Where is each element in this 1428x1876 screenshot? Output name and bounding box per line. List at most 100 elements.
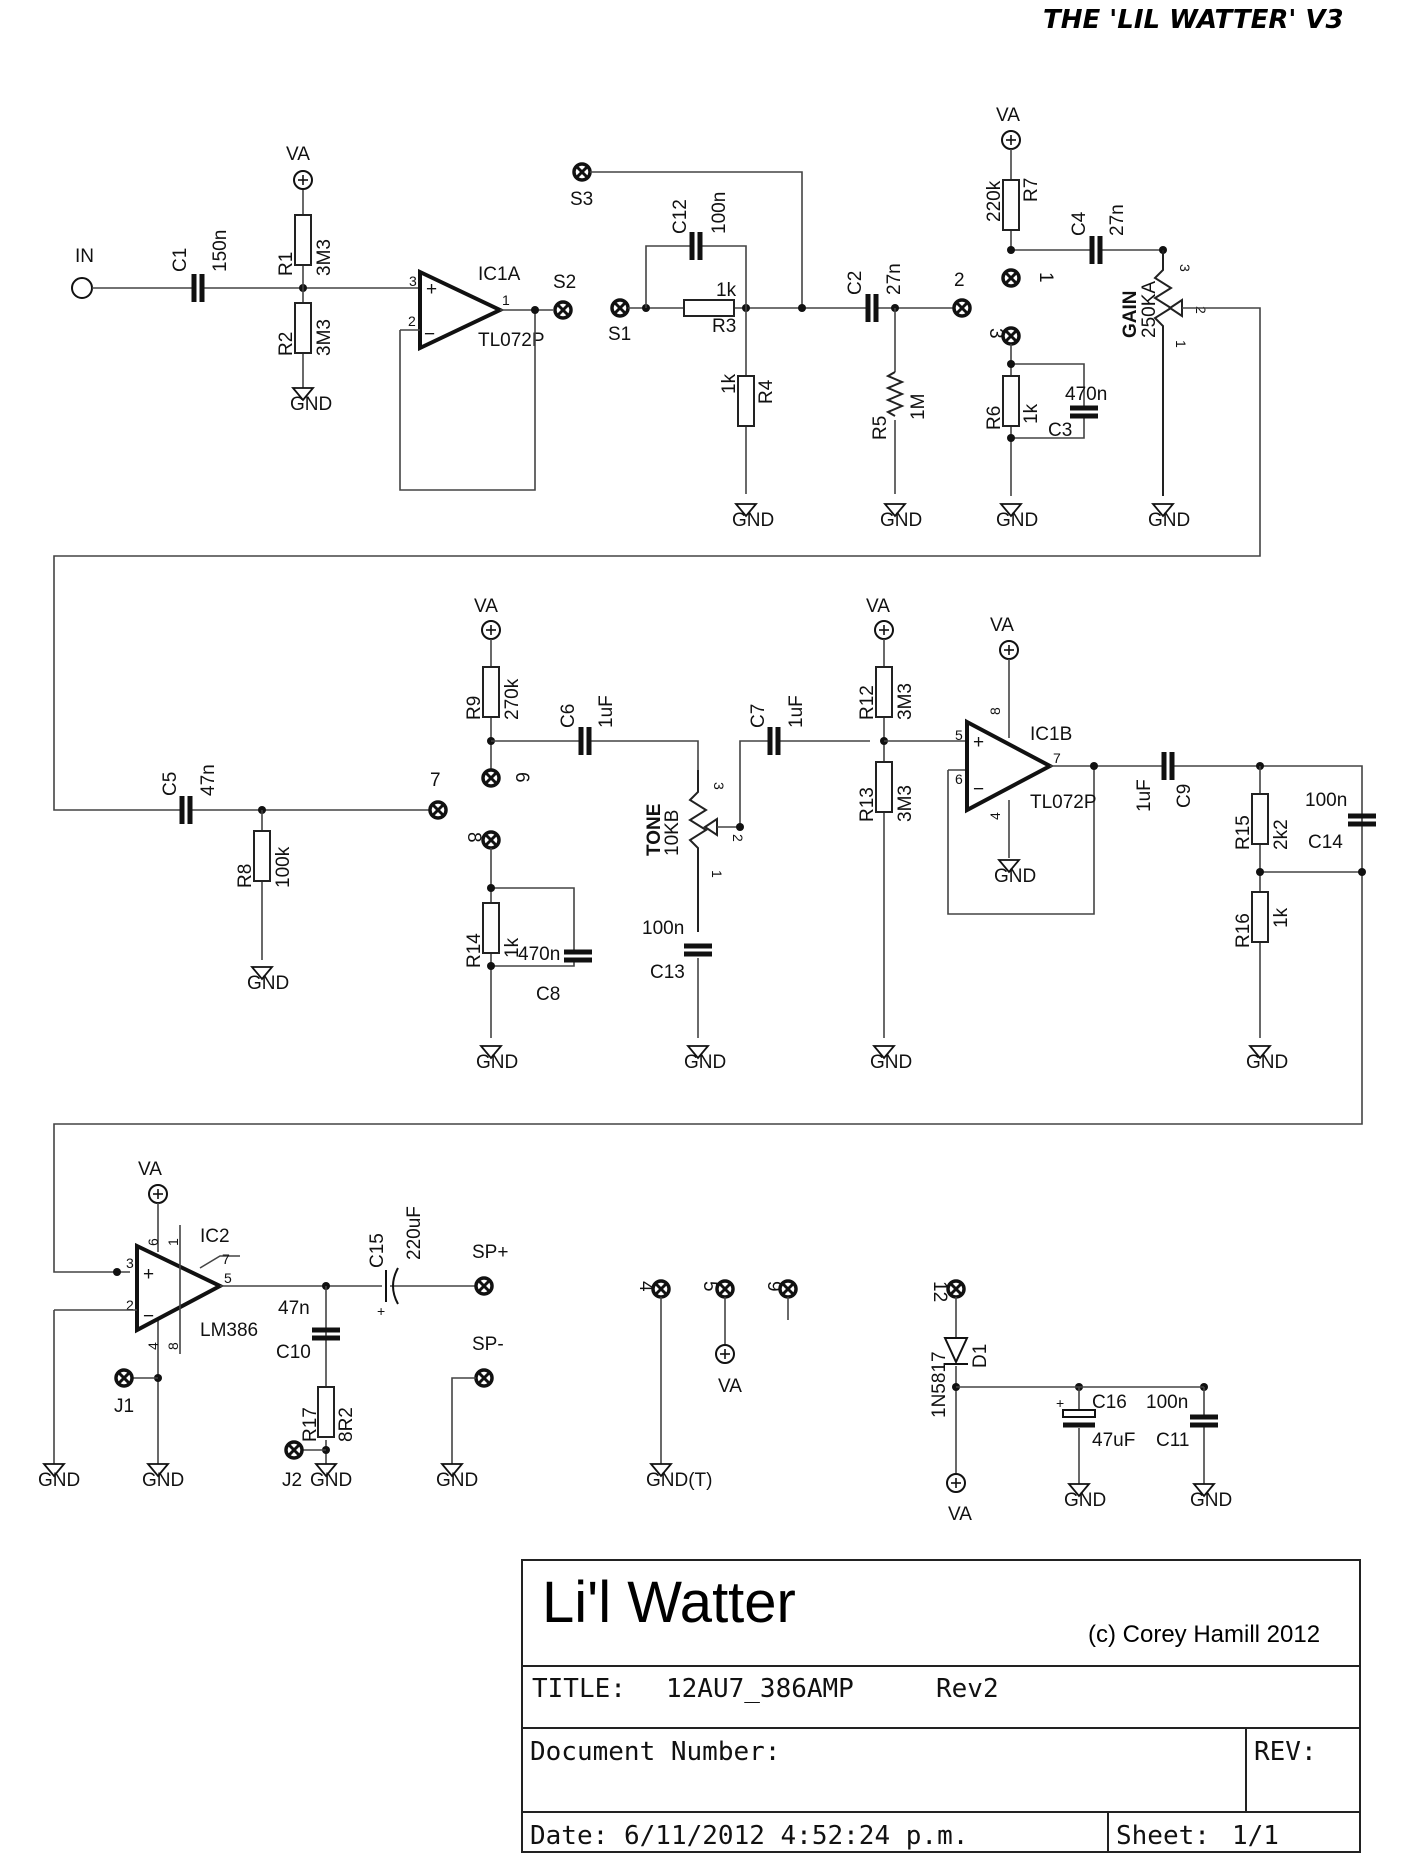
schematic-label: LM386 [200,1320,258,1341]
schematic-label: 150n [210,230,231,272]
schematic-label: 3 [711,782,727,790]
schematic-label: GND [1148,510,1190,531]
capacitor-plates [1092,236,1100,264]
supply-va-icon [874,620,894,640]
schematic-label: 1 [1035,272,1056,283]
schematic-label: 2 [954,270,965,291]
schematic-label: 3 [409,273,417,289]
schematic-label: C14 [1308,832,1343,853]
schematic-label: + [143,1264,154,1285]
schematic-label: 4 [145,1342,161,1350]
resistor-r9: R9 270k [464,666,523,720]
supply-va-icon [715,1344,735,1364]
pad-label-sp-minus: SP- [472,1334,504,1355]
pad-8[interactable] [481,830,501,850]
potentiometer-gain[interactable]: GAIN 250KA 3 2 1 [1120,250,1209,496]
schematic-label: TONE [644,804,665,856]
schematic-label: IC1B [1030,724,1072,745]
schematic-label: 2 [1193,306,1209,314]
schematic-label: 1uF [786,695,807,728]
resistor-body [1002,375,1020,427]
supply-va-icon [1001,130,1021,150]
pad-j2[interactable] [284,1440,304,1460]
capacitor-plates [1190,1417,1218,1425]
schematic-label: VA [948,1504,972,1525]
pad-label-j1: J1 [114,1396,134,1417]
schematic-label: GND [684,1052,726,1073]
potentiometer-tone[interactable]: TONE 10KB 3 2 1 [644,770,746,932]
pad-s2[interactable] [553,300,573,320]
schematic-label: 1k [719,373,740,394]
pad-7[interactable] [428,800,448,820]
schematic-label: GND [880,510,922,531]
schematic-label: + [426,279,437,300]
pad-label-s1: S1 [608,324,631,345]
schematic-label: C3 [1048,420,1072,441]
schematic-label: 3 [126,1255,134,1271]
capacitor-plates [684,946,712,954]
schematic-label: 100n [642,918,684,939]
schematic-label: 8R2 [336,1407,357,1442]
schematic-label: − [143,1306,154,1327]
schematic-label: GND [994,866,1036,887]
schematic-label: 27n [884,263,905,295]
pad-s3[interactable] [572,162,592,182]
schematic-label: 2 [730,834,746,842]
schematic-label: REV: [1254,1737,1317,1767]
capacitor-plates [182,796,190,824]
capacitor-c9: 1uF C9 [1134,752,1195,812]
pad-sp-plus[interactable] [474,1276,494,1296]
wire [53,765,1363,1273]
schematic-label: + [973,732,984,753]
schematic-label: R7 [1021,178,1042,202]
supply-va-icon [481,620,501,640]
schematic-label: C10 [276,1342,311,1363]
supply-va-icon [148,1184,168,1204]
capacitor-c1: C1 150n [170,230,231,302]
pad-label-j2: J2 [282,1470,302,1491]
junction-dot [487,962,495,970]
schematic-label: 100k [273,846,294,888]
schematic-label: 6 [145,1238,161,1246]
schematic-label: 6 [955,771,963,787]
resistor-body [1251,891,1269,943]
schematic-label: GND [436,1470,478,1491]
schematic-label: C6 [558,704,579,728]
capacitor-plates [194,274,202,302]
schematic-label: C5 [160,772,181,796]
resistor-body [875,666,893,718]
schematic-label: Sheet: [1116,1821,1210,1851]
pad-2[interactable] [952,298,972,318]
pad-label-sp-plus: SP+ [472,1242,508,1263]
capacitor-c15: + C15 220uF [367,1206,425,1319]
schematic-label: 100n [709,192,730,234]
resistor-r12: R12 3M3 [857,666,916,720]
supply-va-icon [999,640,1019,660]
schematic-label: 9 [763,1281,784,1292]
pad-1[interactable] [1001,268,1021,288]
schematic-label: 4 [987,812,1003,820]
schematic-label: 3M3 [314,319,335,356]
schematic-label: 470n [518,944,560,965]
capacitor-plates [692,232,700,260]
pad-sp-minus[interactable] [474,1368,494,1388]
schematic-label: R13 [857,787,878,822]
pad-6[interactable] [481,768,501,788]
supply-va-icon [946,1473,966,1493]
junction-dot [798,304,806,312]
schematic-label: 12 [929,1281,950,1302]
schematic-label: 1uF [1134,779,1155,812]
junction-dot [531,306,539,314]
pad-j1[interactable] [114,1368,134,1388]
pad-s1[interactable] [610,298,630,318]
junction-dot [736,823,744,831]
schematic-label: VA [718,1376,742,1397]
schematic-label: 1N5817 [929,1351,950,1418]
schematic-label: R16 [1233,913,1254,948]
wire [179,1225,240,1354]
net-label-va: VA [286,144,310,165]
schematic-label: GND [1064,1490,1106,1511]
schematic-label: 2 [408,313,416,329]
schematic-label: 2k2 [1271,819,1292,850]
